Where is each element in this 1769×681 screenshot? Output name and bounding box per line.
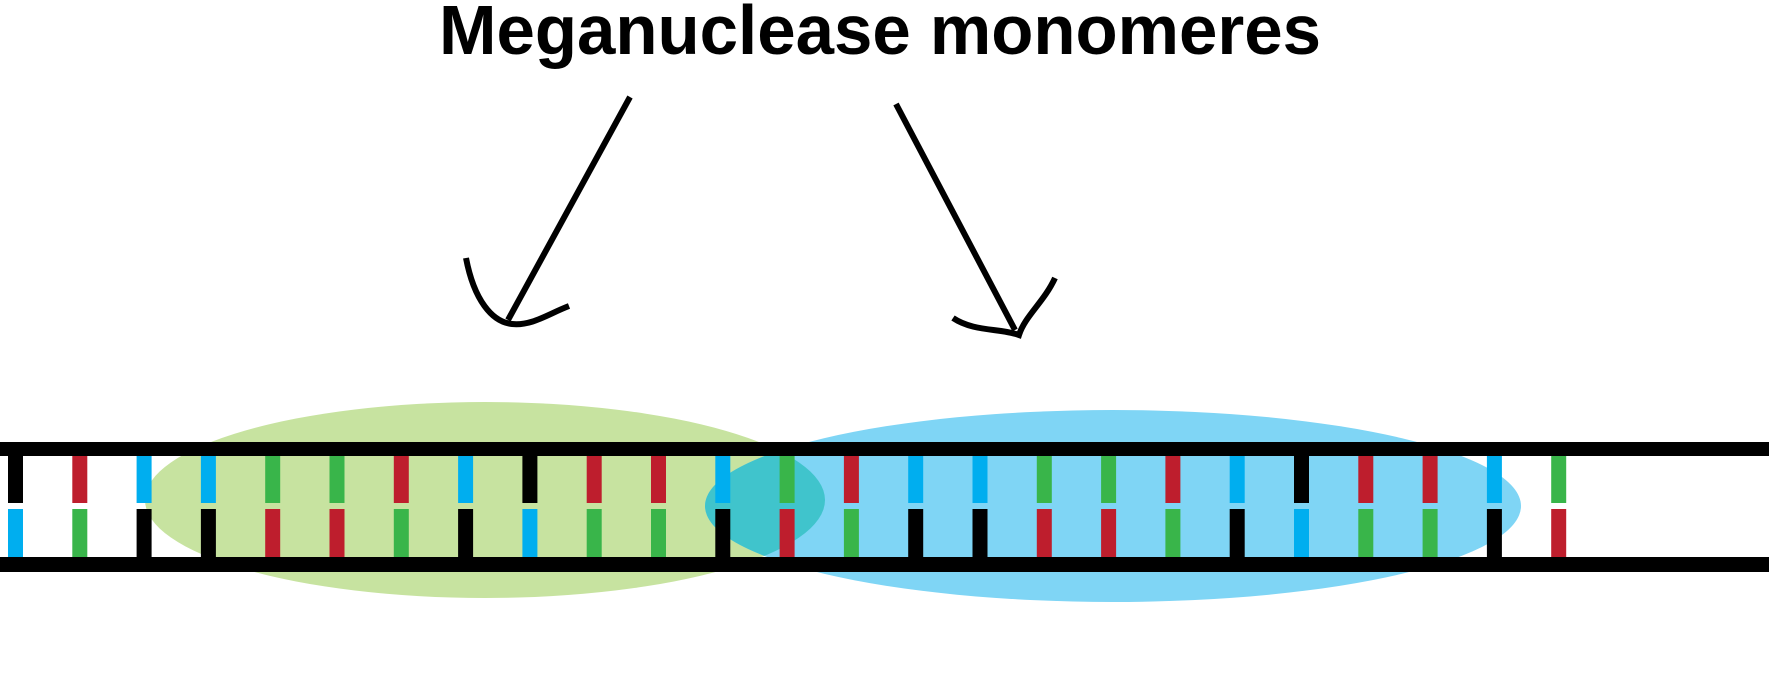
base-bottom-17 — [1036, 509, 1052, 557]
base-top-13 — [779, 455, 795, 503]
base-bottom-20 — [1229, 509, 1245, 557]
base-top-20 — [1229, 455, 1245, 503]
base-bottom-14 — [843, 509, 859, 557]
base-bottom-9 — [522, 509, 538, 557]
base-top-15 — [908, 455, 924, 503]
base-bottom-13 — [779, 509, 795, 557]
base-bottom-24 — [1486, 509, 1502, 557]
base-bottom-4 — [200, 509, 216, 557]
base-bottom-15 — [908, 509, 924, 557]
dna-bottom-strand — [0, 557, 1769, 572]
base-bottom-5 — [265, 509, 281, 557]
base-top-16 — [972, 455, 988, 503]
base-top-7 — [393, 455, 409, 503]
base-top-2 — [72, 455, 88, 503]
base-bottom-25 — [1551, 509, 1567, 557]
base-bottom-1 — [8, 509, 23, 557]
base-top-8 — [458, 455, 474, 503]
base-top-10 — [586, 455, 602, 503]
base-top-19 — [1165, 455, 1181, 503]
base-top-11 — [651, 455, 666, 503]
base-top-3 — [136, 455, 152, 503]
base-bottom-2 — [72, 509, 88, 557]
base-bottom-6 — [329, 509, 345, 557]
base-bottom-18 — [1101, 509, 1117, 557]
base-bottom-8 — [458, 509, 474, 557]
left-arrow-head — [463, 257, 571, 328]
base-bottom-16 — [972, 509, 988, 557]
base-pairs — [8, 455, 1567, 557]
base-top-5 — [265, 455, 281, 503]
base-bottom-22 — [1358, 509, 1374, 557]
left-arrow-shaft — [505, 95, 633, 322]
meganuclease-monomer-right — [705, 410, 1521, 602]
base-bottom-23 — [1422, 509, 1438, 557]
base-top-21 — [1294, 455, 1309, 503]
right-arrow-head — [951, 276, 1058, 339]
left-arrow — [463, 95, 633, 328]
dna-top-strand — [0, 442, 1769, 456]
base-top-23 — [1422, 455, 1438, 503]
diagram-title: Meganuclease monomeres — [439, 0, 1321, 69]
base-bottom-12 — [715, 509, 731, 557]
base-bottom-10 — [586, 509, 602, 557]
base-bottom-19 — [1165, 509, 1181, 557]
base-top-22 — [1358, 455, 1374, 503]
base-top-24 — [1486, 455, 1502, 503]
base-top-14 — [843, 455, 859, 503]
base-top-1 — [8, 455, 23, 503]
base-top-18 — [1101, 455, 1117, 503]
base-top-12 — [715, 455, 731, 503]
right-arrow — [893, 102, 1058, 339]
base-top-9 — [522, 455, 538, 503]
base-top-6 — [329, 455, 345, 503]
base-bottom-3 — [136, 509, 152, 557]
base-top-17 — [1036, 455, 1052, 503]
base-top-25 — [1551, 455, 1567, 503]
base-bottom-7 — [393, 509, 409, 557]
base-bottom-11 — [651, 509, 666, 557]
right-arrow-shaft — [893, 102, 1018, 332]
base-bottom-21 — [1294, 509, 1309, 557]
base-top-4 — [200, 455, 216, 503]
